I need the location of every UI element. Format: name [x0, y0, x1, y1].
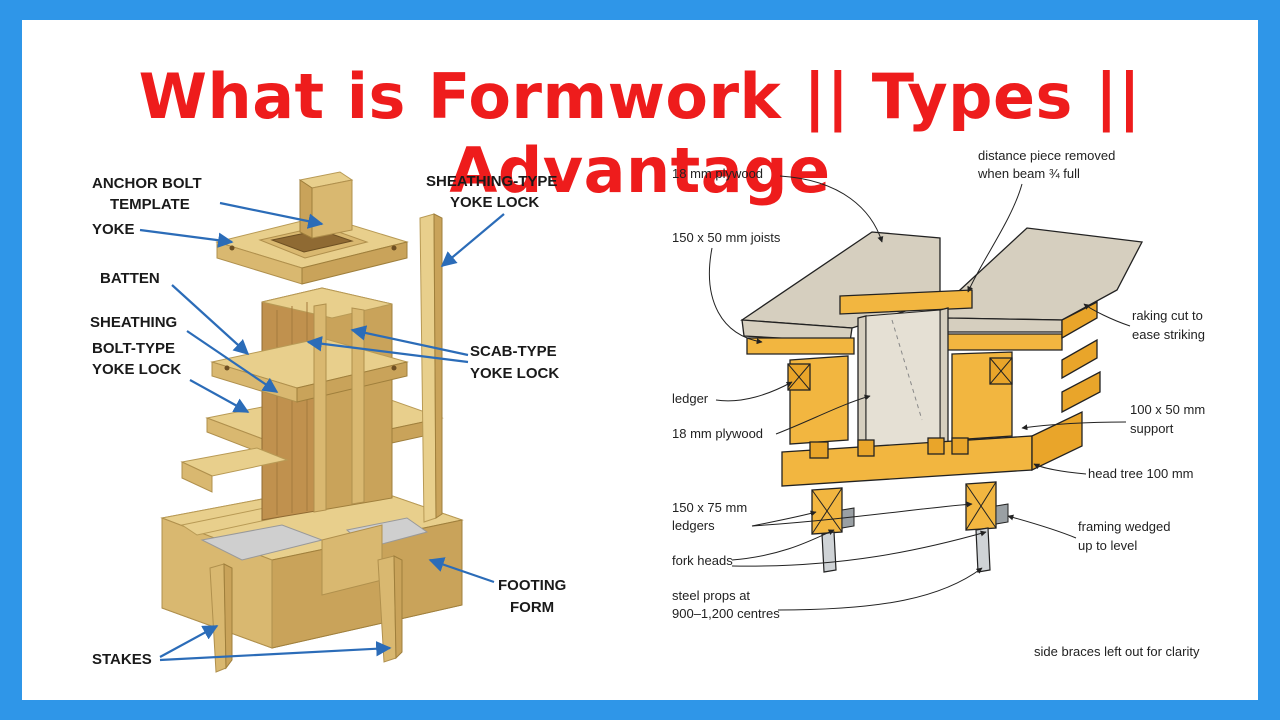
column-formwork-illustration: [160, 171, 464, 673]
label-note: side braces left out for clarity: [1034, 644, 1200, 659]
stake-right: [377, 555, 397, 663]
label-anchor-bolt: ANCHOR BOLT: [92, 175, 202, 192]
beam-formwork-illustration: [740, 227, 1144, 573]
label-framing-1: framing wedged: [1078, 519, 1171, 534]
label-stakes: STAKES: [92, 651, 152, 668]
label-joists: 150 x 50 mm joists: [672, 230, 781, 245]
label-distance-piece-1: distance piece removed: [978, 148, 1115, 163]
label-raking-2: ease striking: [1132, 327, 1205, 342]
label-plywood-top: 18 mm plywood: [672, 166, 763, 181]
steel-prop-right: [975, 527, 991, 573]
image-frame: What is Formwork || Types || Advantage: [22, 20, 1258, 700]
label-yoke-lock-bolt: YOKE LOCK: [92, 361, 181, 378]
label-batten: BATTEN: [100, 270, 160, 287]
label-support-2: support: [1130, 421, 1174, 436]
label-yoke: YOKE: [92, 221, 135, 238]
left-arrows: [139, 201, 505, 662]
label-props-2: 900–1,200 centres: [672, 606, 780, 621]
label-head-tree: head tree 100 mm: [1088, 466, 1194, 481]
label-distance-piece-2: when beam ¾ full: [977, 166, 1080, 181]
right-leaders: [708, 175, 1131, 611]
label-form: FORM: [510, 599, 554, 616]
label-support-1: 100 x 50 mm: [1130, 402, 1205, 417]
label-bolt-type: BOLT-TYPE: [92, 340, 175, 357]
page-title: What is Formwork || Types || Advantage: [138, 60, 1142, 207]
sheathing-type-yoke-lock: [419, 213, 437, 523]
label-props-1: steel props at: [672, 588, 750, 603]
label-framing-2: up to level: [1078, 538, 1137, 553]
formwork-diagrams: ANCHOR BOLT TEMPLATE YOKE BATTEN SHEATHI…: [90, 148, 1205, 673]
label-template: TEMPLATE: [110, 196, 190, 213]
label-yoke-lock-scab: YOKE LOCK: [470, 365, 559, 382]
distance-piece: [839, 289, 973, 315]
label-plywood-side: 18 mm plywood: [672, 426, 763, 441]
label-sheathing-type: SHEATHING-TYPE: [426, 173, 557, 190]
label-ledger: ledger: [672, 391, 709, 406]
label-yoke-lock-sheathing: YOKE LOCK: [450, 194, 539, 211]
right-labels: 18 mm plywood distance piece removed whe…: [672, 148, 1205, 659]
label-sheathing: SHEATHING: [90, 314, 177, 331]
steel-prop-left: [821, 531, 837, 573]
label-scab-type: SCAB-TYPE: [470, 343, 557, 360]
label-fork-heads: fork heads: [672, 553, 733, 568]
label-ledgers-2: ledgers: [672, 518, 715, 533]
label-raking-1: raking cut to: [1132, 308, 1203, 323]
label-footing: FOOTING: [498, 577, 566, 594]
label-ledgers-1: 150 x 75 mm: [672, 500, 747, 515]
